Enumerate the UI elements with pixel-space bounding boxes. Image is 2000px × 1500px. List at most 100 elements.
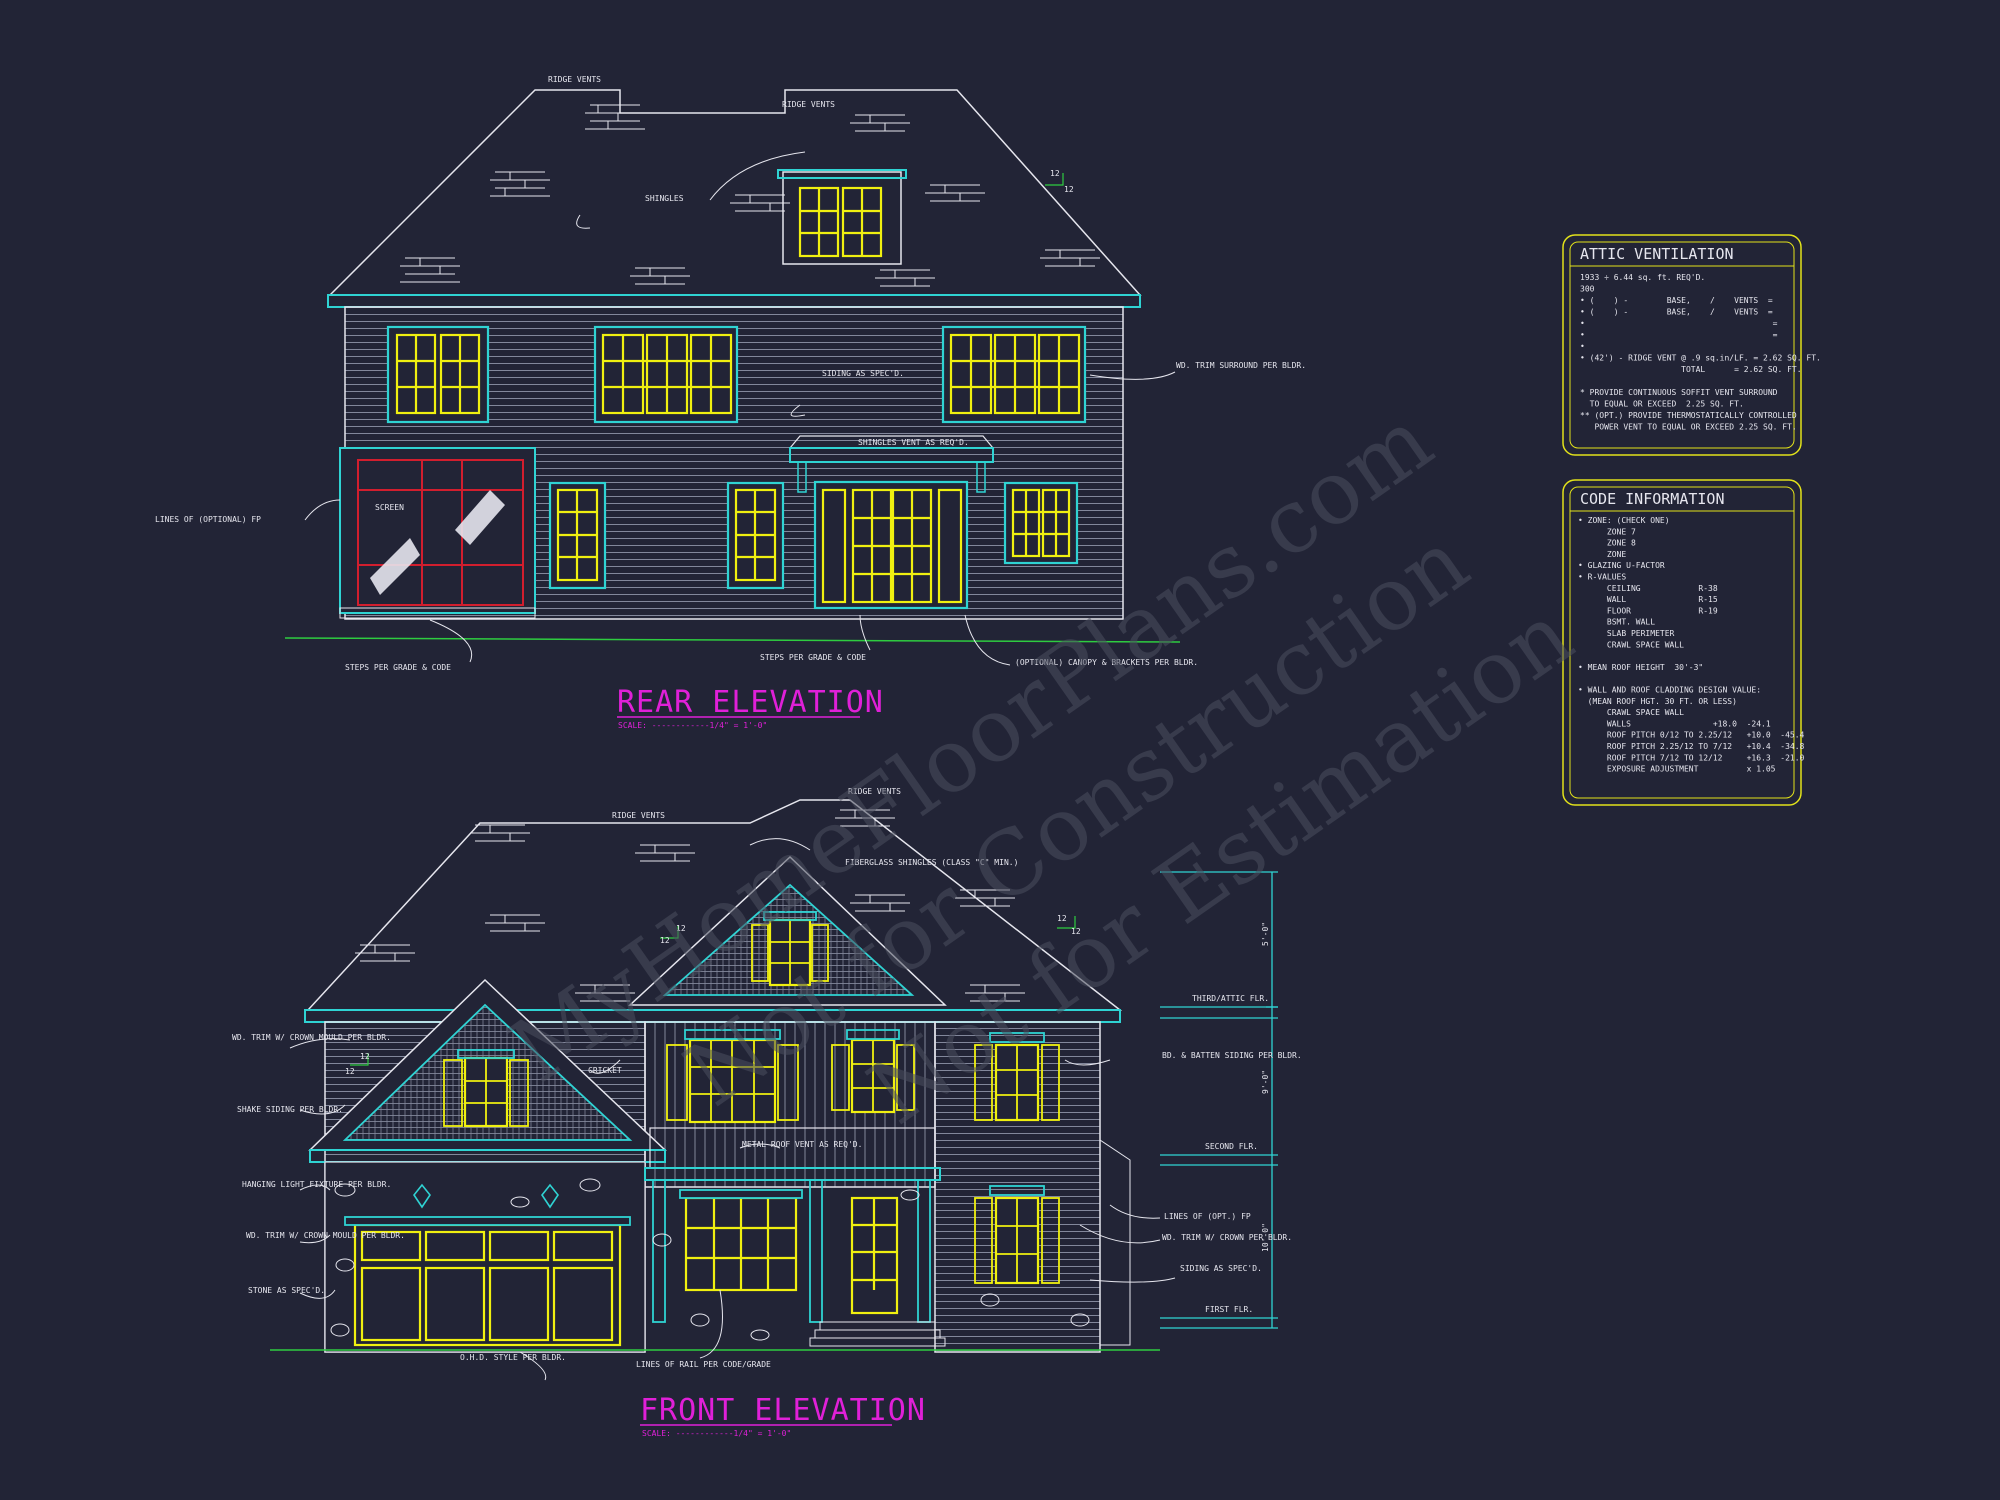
front-label-second-flr: SECOND FLR. — [1205, 1142, 1258, 1151]
front-fp-outline — [1099, 1139, 1131, 1346]
front-label-stone: STONE AS SPEC'D. — [248, 1286, 325, 1295]
attic-ventilation-line: * PROVIDE CONTINUOUS SOFFIT VENT SURROUN… — [1580, 388, 1778, 397]
rear-french-doors — [813, 480, 969, 610]
rear-leaders — [304, 151, 1176, 666]
front-elevation: RIDGE VENTS RIDGE VENTS FIBERGLASS SHING… — [232, 787, 1302, 1438]
rear-dormer — [777, 169, 907, 265]
rear-upper-window-left — [386, 325, 490, 424]
front-label-first-flr: FIRST FLR. — [1205, 1305, 1253, 1314]
rear-roof — [328, 89, 1142, 296]
code-information-line: SLAB PERIMETER — [1578, 629, 1675, 638]
front-hanging-lights — [413, 1183, 559, 1209]
attic-ventilation-line: • (42') - RIDGE VENT @ .9 sq.in/LF. = 2.… — [1580, 354, 1821, 363]
front-label-wd-trim-crown: WD. TRIM W/ CROWN MOULD PER BLDR. — [232, 1033, 391, 1042]
front-garage-door — [344, 1216, 631, 1347]
code-information-line: WALL R-15 — [1578, 595, 1718, 604]
front-label-metal-roof: METAL ROOF VENT AS REQ'D. — [742, 1140, 862, 1149]
attic-ventilation-line: 300 — [1580, 285, 1595, 294]
code-information-line: CRAWL SPACE WALL — [1578, 708, 1684, 717]
rear-canopy — [788, 435, 995, 493]
front-label-wd-trim-crown-3: WD. TRIM W/ CROWN PER BLDR. — [1162, 1233, 1292, 1242]
front-elevation-scale: SCALE: ------------1/4" = 1'-0" — [642, 1429, 791, 1438]
front-shingle-hatch — [355, 809, 1025, 1002]
rear-label-shingles-vent: SHINGLES VENT AS REQ'D. — [858, 438, 969, 447]
code-information-line: ROOF PITCH 7/12 TO 12/12 +16.3 -21.0 — [1578, 753, 1805, 762]
rear-label-steps-2: STEPS PER GRADE & CODE — [760, 653, 866, 662]
rear-elevation-scale: SCALE: ------------1/4" = 1'-0" — [618, 721, 767, 730]
front-label-cricket: CRICKET — [588, 1066, 622, 1075]
front-entry-door — [850, 1196, 899, 1315]
front-label-fiberglass: FIBERGLASS SHINGLES (CLASS "C" MIN.) — [845, 858, 1018, 867]
rear-fascia — [327, 294, 1141, 308]
code-information-line: • WALL AND ROOF CLADDING DESIGN VALUE: — [1578, 686, 1761, 695]
front-label-third-attic: THIRD/ATTIC FLR. — [1192, 994, 1269, 1003]
code-information-line: ROOF PITCH 0/12 TO 2.25/12 +10.0 -45.4 — [1578, 731, 1805, 740]
code-information-line: BSMT. WALL — [1578, 618, 1655, 627]
attic-ventilation-title: ATTIC VENTILATION — [1580, 245, 1734, 263]
code-information-line: • R-VALUES — [1578, 573, 1626, 582]
attic-ventilation-line: • ( ) - BASE, / VENTS = — [1580, 296, 1773, 305]
code-information-line: • MEAN ROOF HEIGHT 30'-3" — [1578, 663, 1703, 672]
front-label-pitch-e: 12 — [360, 1052, 370, 1061]
attic-ventilation-line: • ( ) - BASE, / VENTS = — [1580, 308, 1773, 317]
rear-lower-window-2 — [726, 481, 785, 590]
code-information-line: EXPOSURE ADJUSTMENT x 1.05 — [1578, 765, 1776, 774]
rear-label-canopy: (OPTIONAL) CANOPY & BRACKETS PER BLDR. — [1015, 658, 1198, 667]
front-steps — [809, 1321, 946, 1347]
code-information-line: ZONE 7 — [1578, 527, 1636, 536]
front-label-lines-fp: LINES OF (OPT.) FP — [1164, 1212, 1251, 1221]
front-left-gable-window — [443, 1049, 529, 1128]
rear-label-pitch-a: 12 — [1050, 169, 1060, 178]
rear-shingle-hatch — [400, 104, 1100, 287]
rear-label-screen: SCREEN — [375, 503, 404, 512]
rear-grade-line — [284, 637, 1181, 643]
front-label-bd-batten: BD. & BATTEN SIDING PER BLDR. — [1162, 1051, 1302, 1060]
code-information-line: • ZONE: (CHECK ONE) — [1578, 516, 1670, 525]
front-pitch-symbols — [350, 916, 1076, 1066]
front-label-hanging: HANGING LIGHT FIXTURE PER BLDR. — [242, 1180, 391, 1189]
code-information-line: ZONE — [1578, 550, 1626, 559]
front-stone-pattern — [330, 1178, 1090, 1341]
rear-upper-window-center — [593, 325, 739, 424]
front-dim-bot: 10'-0" — [1261, 1223, 1270, 1252]
code-information-line: CEILING R-38 — [1578, 584, 1718, 593]
front-right-upper-window — [974, 1032, 1060, 1122]
rear-label-shingles: SHINGLES — [645, 194, 684, 203]
front-label-pitch-f: 12 — [345, 1067, 355, 1076]
front-dim-mid: 9'-0" — [1261, 1070, 1270, 1094]
attic-ventilation-line: TOTAL = 2.62 SQ. FT. — [1580, 365, 1802, 374]
front-right-lower-window — [974, 1185, 1060, 1285]
code-information-line: FLOOR R-19 — [1578, 606, 1718, 615]
front-label-siding: SIDING AS SPEC'D. — [1180, 1264, 1262, 1273]
front-label-pitch-d: 12 — [1071, 927, 1081, 936]
attic-ventilation-line: • = — [1580, 319, 1778, 328]
code-information-line: • GLAZING U-FACTOR — [1578, 561, 1665, 570]
front-level-dims — [1160, 871, 1278, 1329]
rear-label-lines-optional: LINES OF (OPTIONAL) FP — [155, 515, 261, 524]
code-information-line: ZONE 8 — [1578, 539, 1636, 548]
rear-label-siding: SIDING AS SPEC'D. — [822, 369, 904, 378]
code-information-line: ROOF PITCH 2.25/12 TO 7/12 +10.4 -34.8 — [1578, 742, 1805, 751]
front-center-upper-window-2 — [831, 1029, 915, 1114]
attic-ventilation-line: ** (OPT.) PROVIDE THERMOSTATICALLY CONTR… — [1580, 411, 1797, 420]
rear-upper-window-right — [941, 325, 1087, 424]
code-information-lines: • ZONE: (CHECK ONE) ZONE 7 ZONE 8 ZONE • … — [1578, 516, 1805, 774]
attic-ventilation-line: POWER VENT TO EQUAL OR EXCEED 2.25 SQ. F… — [1580, 423, 1797, 432]
rear-pitch-symbol — [1045, 173, 1064, 186]
attic-ventilation-line: • = — [1580, 331, 1778, 340]
front-label-wd-trim-crown-2: WD. TRIM W/ CROWN MOULD PER BLDR. — [246, 1231, 405, 1240]
front-leaders — [289, 838, 1176, 1381]
front-label-pitch-b: 12 — [660, 936, 670, 945]
code-information-line: CRAWL SPACE WALL — [1578, 640, 1684, 649]
code-information-line: (MEAN ROOF HGT. 30 FT. OR LESS) — [1578, 697, 1737, 706]
attic-ventilation-line: TO EQUAL OR EXCEED 2.25 SQ. FT. — [1580, 400, 1744, 409]
front-gable-window — [751, 911, 829, 987]
code-information-title: CODE INFORMATION — [1580, 490, 1725, 508]
rear-elevation: RIDGE VENTS RIDGE VENTS SHINGLES 12 12 S… — [155, 75, 1306, 730]
rear-label-ridge-vents-1: RIDGE VENTS — [548, 75, 601, 84]
attic-ventilation-box: ATTIC VENTILATION 1933 ÷ 6.44 sq. ft. RE… — [1562, 234, 1821, 456]
rear-elevation-title: REAR ELEVATION — [617, 685, 884, 720]
front-label-shake: SHAKE SIDING PER BLDR. — [237, 1105, 343, 1114]
front-elevation-title: FRONT ELEVATION — [640, 1393, 926, 1428]
